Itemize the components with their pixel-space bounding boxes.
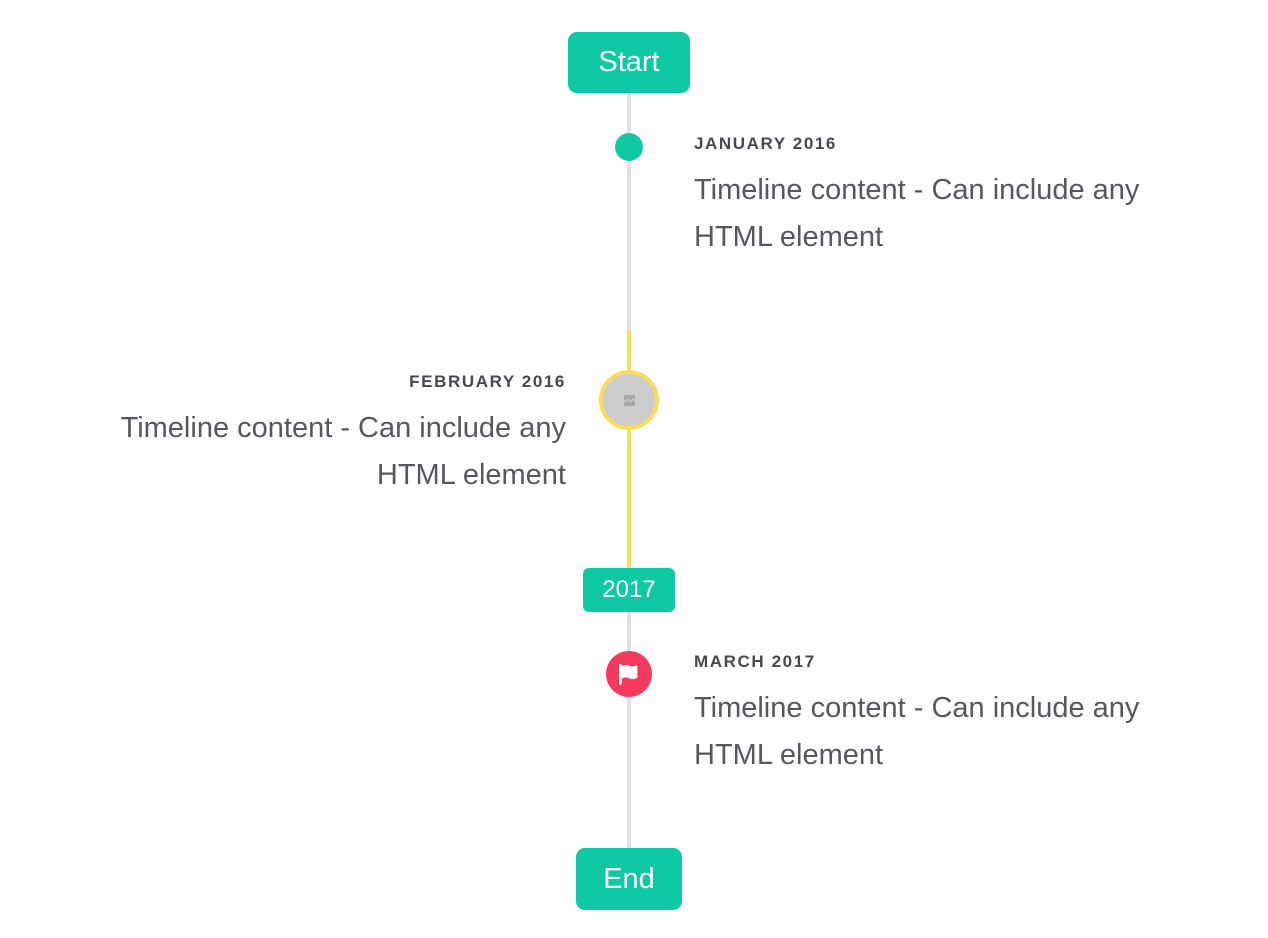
timeline-line-segment xyxy=(627,93,631,332)
item-date: JANUARY 2016 xyxy=(694,134,837,153)
item-date: MARCH 2017 xyxy=(694,652,816,671)
timeline-line-highlight-segment xyxy=(627,330,631,568)
item-content: Timeline content - Can include any HTML … xyxy=(120,412,566,491)
item-content: Timeline content - Can include any HTML … xyxy=(694,692,1140,771)
marker-image-february xyxy=(599,370,659,430)
timeline-line-segment xyxy=(627,612,631,848)
broken-image-icon xyxy=(622,393,637,408)
item-content: Timeline content - Can include any HTML … xyxy=(694,174,1140,253)
marker-flag-march xyxy=(606,651,652,697)
end-badge: End xyxy=(576,848,682,910)
timeline-item-january: JANUARY 2016 Timeline content - Can incl… xyxy=(694,133,1224,261)
start-badge: Start xyxy=(568,32,690,93)
timeline-item-february: FEBRUARY 2016 Timeline content - Can inc… xyxy=(36,371,566,499)
marker-dot-january xyxy=(615,133,643,161)
year-badge: 2017 xyxy=(583,568,675,612)
flag-icon xyxy=(618,663,640,685)
item-date: FEBRUARY 2016 xyxy=(409,372,566,391)
timeline-item-march: MARCH 2017 Timeline content - Can includ… xyxy=(694,651,1224,779)
